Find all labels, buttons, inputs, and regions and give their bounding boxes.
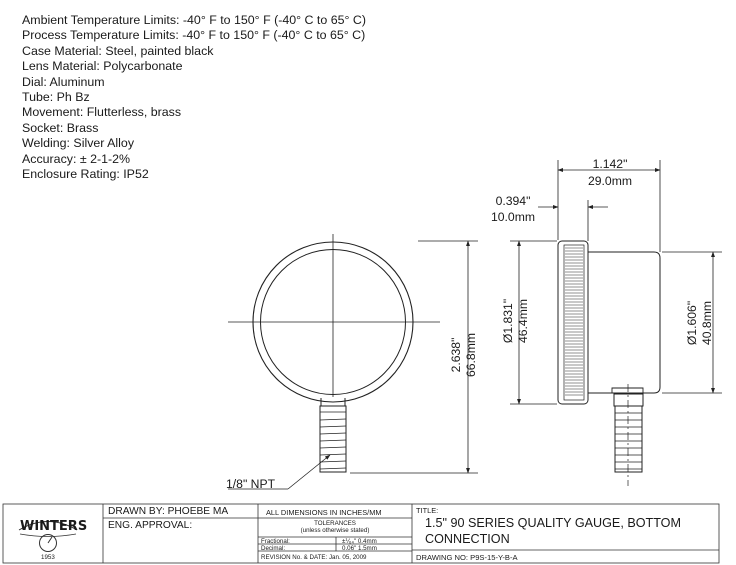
drawing-title-line1: 1.5" 90 SERIES QUALITY GAUGE, BOTTOM — [425, 516, 681, 530]
spec-ambient-temp: Ambient Temperature Limits: -40° F to 15… — [22, 13, 366, 27]
spec-movement: Movement: Flutterless, brass — [22, 105, 182, 120]
drawing-number: DRAWING NO: P9S-15-Y-B-A — [416, 553, 518, 562]
spec-accuracy: Accuracy: ± 2-1-2% — [22, 151, 131, 166]
bezel-mm-label: 10.0mm — [490, 210, 536, 224]
spec-tube: Tube: Ph Bz — [22, 90, 90, 105]
height-mm-label: 66.8mm — [464, 332, 478, 378]
spec-enclosure: Enclosure Rating: IP52 — [22, 167, 149, 182]
title-block — [2, 503, 720, 564]
all-dimensions-note: ALL DIMENSIONS IN INCHES/MM — [266, 508, 382, 517]
tolerances-note: (unless otherwise stated) — [300, 527, 370, 534]
side-view — [557, 240, 661, 486]
depth-dimension — [557, 160, 661, 252]
spec-case-material: Case Material: Steel, painted black — [22, 43, 214, 58]
lens-diameter-inch-label: Ø1.831" — [501, 298, 515, 344]
spec-welding: Welding: Silver Alloy — [22, 136, 135, 151]
spec-process-temp: Process Temperature Limits: -40° F to 15… — [22, 28, 366, 43]
depth-inch-label: 1.142" — [592, 157, 628, 171]
spec-dial: Dial: Aluminum — [22, 74, 105, 89]
drawing-title-line2: CONNECTION — [425, 532, 510, 546]
case-diameter-inch-label: Ø1.606" — [685, 300, 699, 346]
npt-label: 1/8" NPT — [226, 477, 276, 491]
case-diameter-dimension — [662, 251, 722, 394]
revision-date: REVISION No. & DATE: Jan. 05, 2009 — [261, 554, 367, 561]
spec-lens-material: Lens Material: Polycarbonate — [22, 59, 183, 74]
spec-list: Ambient Temperature Limits: -40° F to 15… — [22, 13, 422, 182]
front-view — [228, 234, 440, 473]
winters-logo: WINTERS — [20, 519, 88, 534]
height-inch-label: 2.638" — [449, 337, 463, 373]
bezel-dimension — [538, 200, 608, 241]
case-diameter-mm-label: 40.8mm — [700, 300, 714, 346]
eng-approval: ENG. APPROVAL: — [108, 520, 193, 531]
spec-socket: Socket: Brass — [22, 120, 99, 135]
bezel-inch-label: 0.394" — [495, 194, 531, 208]
title-label: TITLE: — [416, 506, 439, 515]
lens-diameter-dimension — [510, 240, 557, 405]
logo-year: 1953 — [41, 554, 55, 561]
tolerances-heading: TOLERANCES — [314, 520, 356, 527]
decimal-value: 0.06" 1.5mm — [342, 545, 377, 552]
decimal-label: Decimal: — [261, 545, 286, 552]
fractional-value: ±⅟₆₄" 0.4mm — [342, 538, 377, 545]
npt-leader — [228, 454, 331, 490]
height-dimension — [350, 240, 478, 474]
lens-diameter-mm-label: 46.4mm — [516, 298, 530, 344]
drawn-by: DRAWN BY: PHOEBE MA — [108, 506, 229, 517]
fractional-label: Fractional: — [261, 538, 290, 545]
depth-mm-label: 29.0mm — [587, 174, 633, 188]
